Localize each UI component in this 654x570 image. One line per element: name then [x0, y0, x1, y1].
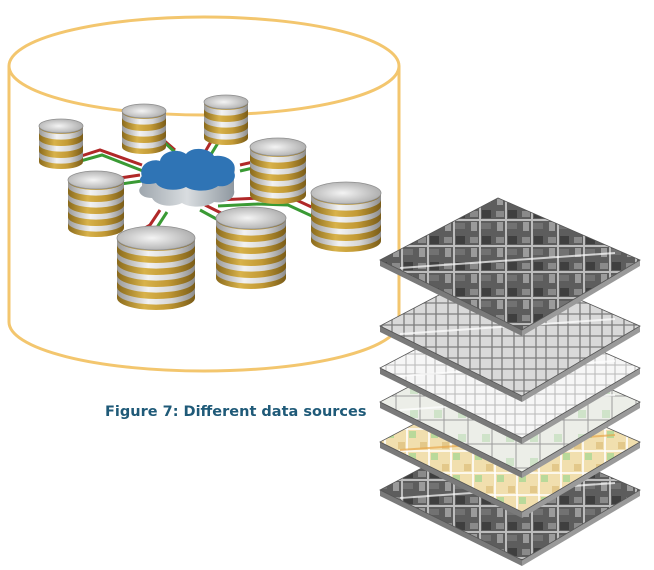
database-icon [249, 137, 307, 204]
figure-caption: Figure 7: Different data sources [105, 404, 367, 420]
database-icon [116, 225, 196, 310]
database-cluster [38, 94, 382, 310]
map-layer-stack [379, 197, 641, 566]
database-icon [203, 94, 249, 145]
cloud-icon [139, 148, 235, 207]
database-icon [121, 103, 167, 154]
map-layer-1 [379, 197, 641, 336]
database-icon [67, 170, 125, 237]
database-icon [215, 206, 287, 289]
database-icon [38, 118, 84, 169]
database-icon [310, 181, 382, 252]
